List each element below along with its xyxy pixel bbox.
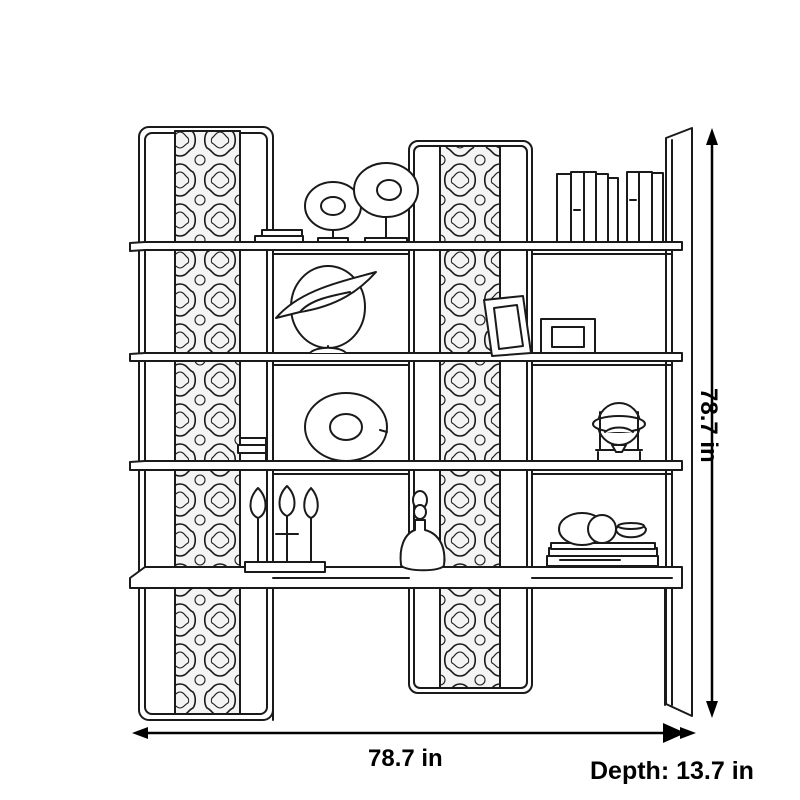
- teardrop-vases: [244, 485, 326, 573]
- shelf-1: [129, 241, 683, 255]
- photo-frame-standing: [540, 318, 596, 354]
- left-tower: [138, 126, 274, 721]
- left-lattice-panel: [174, 130, 241, 715]
- height-dimension-label: 78.7 in: [695, 388, 722, 463]
- middle-lattice-panel: [439, 145, 501, 689]
- right-end-panel: [665, 127, 693, 717]
- dimension-lines: [132, 128, 718, 743]
- depth-dimension-label: Depth: 13.7 in: [590, 757, 754, 785]
- middle-tower: [408, 140, 533, 694]
- shelf-2: [129, 352, 683, 362]
- disc-sculpture-small: [304, 181, 362, 243]
- bird-sculpture: [275, 265, 377, 354]
- ring-sculpture: [304, 392, 388, 462]
- small-books-stack: [254, 229, 304, 243]
- shelf-3: [129, 460, 683, 471]
- width-dimension-label: 78.7 in: [368, 745, 443, 772]
- bottle-vase: [399, 490, 446, 572]
- disc-sculpture-large: [353, 162, 419, 243]
- bowls-on-books: [546, 512, 659, 567]
- photo-frame-tilted: [483, 295, 532, 357]
- globe: [592, 402, 646, 462]
- small-books-left: [237, 437, 267, 462]
- books-row: [556, 171, 664, 243]
